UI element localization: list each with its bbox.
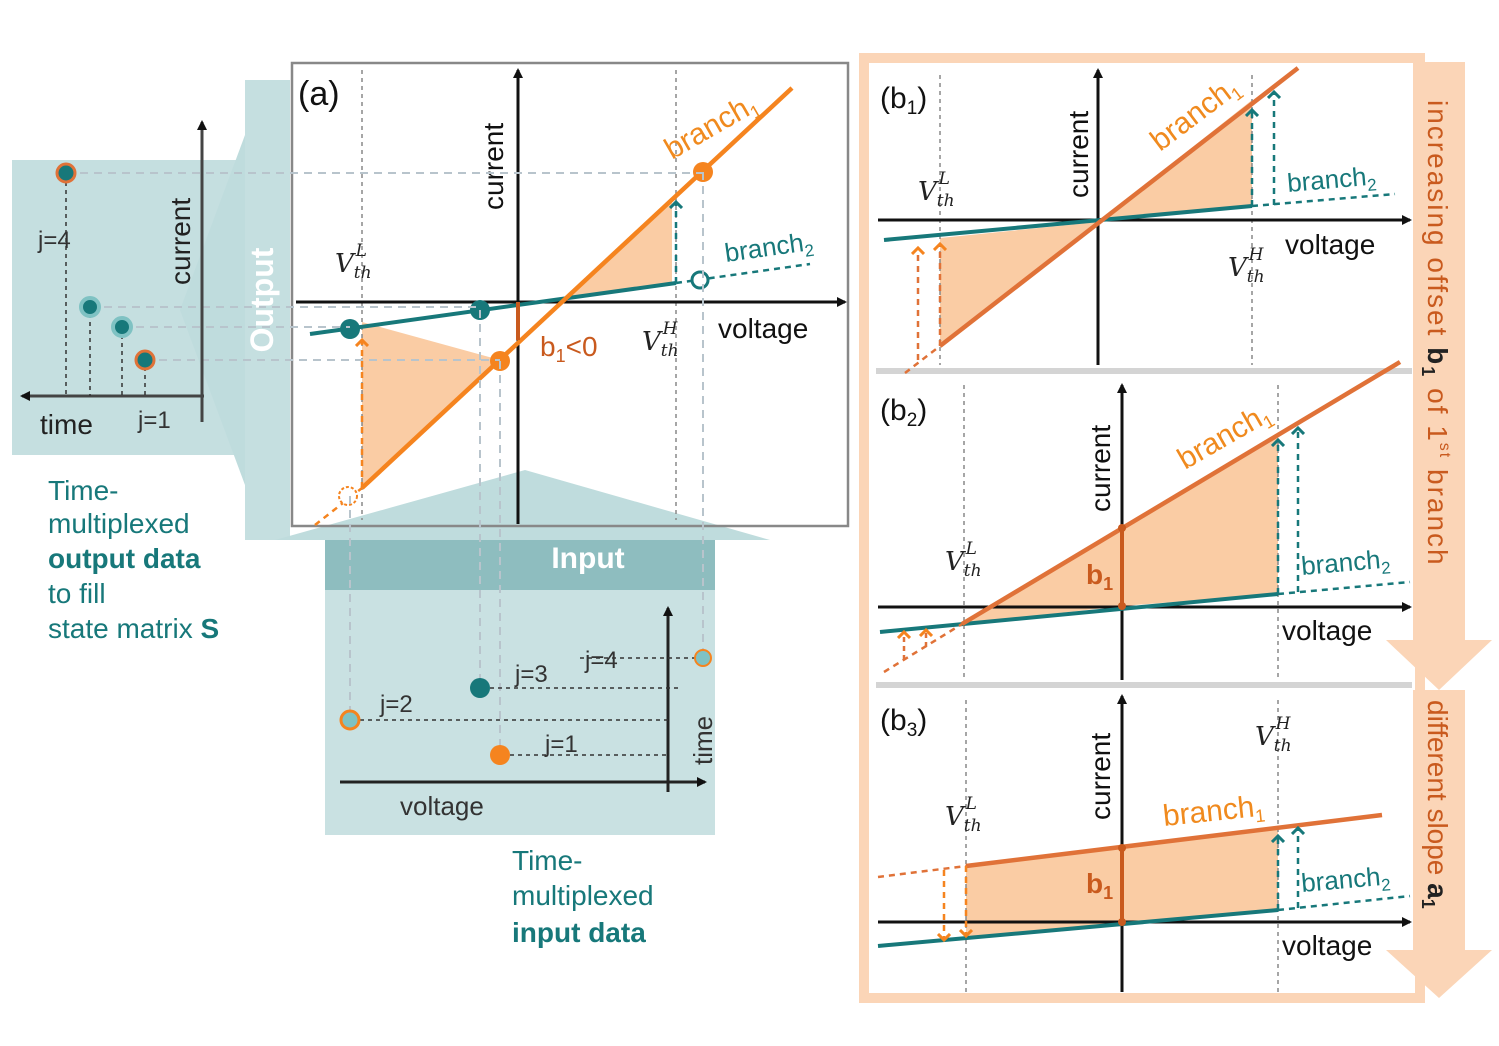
svg-text:to fill: to fill	[48, 578, 106, 609]
svg-text:j=1: j=1	[137, 407, 171, 434]
svg-text:input data: input data	[512, 917, 646, 948]
svg-text:VthH: VthH	[1228, 245, 1265, 287]
side-text-offset: increasing offset b1 of 1st branch	[1418, 100, 1453, 567]
svg-text:VthL: VthL	[945, 794, 982, 836]
panel-b2: (b2) current voltage branch1 branch2 b1 …	[878, 360, 1412, 680]
svg-text:VthH: VthH	[1255, 714, 1292, 756]
svg-text:time: time	[688, 716, 718, 765]
svg-text:voltage: voltage	[718, 313, 808, 344]
svg-text:b1: b1	[1086, 559, 1113, 594]
svg-text:VthL: VthL	[335, 241, 372, 283]
input-caption: Time- multiplexed input data	[512, 845, 654, 948]
svg-text:VthL: VthL	[918, 169, 955, 211]
svg-text:current: current	[165, 198, 196, 285]
svg-text:(b2): (b2)	[880, 394, 927, 431]
svg-text:current: current	[478, 123, 509, 210]
svg-text:voltage: voltage	[1282, 615, 1372, 646]
svg-text:Time-: Time-	[48, 475, 119, 506]
svg-text:voltage: voltage	[400, 791, 484, 821]
svg-text:j=4: j=4	[584, 647, 618, 674]
svg-text:branch2: branch2	[1300, 860, 1392, 902]
svg-text:current: current	[1063, 111, 1094, 198]
svg-text:different slope a1: different slope a1	[1418, 700, 1453, 909]
svg-text:output data: output data	[48, 543, 201, 574]
panel-b3: (b3) current voltage branch1 branch2 b1 …	[877, 694, 1412, 992]
svg-text:Input: Input	[551, 542, 624, 575]
right-frame	[859, 53, 1492, 1003]
svg-text:j=1: j=1	[544, 731, 578, 758]
panel-b1: (b1) current voltage branch1 branch2 Vth…	[878, 66, 1412, 374]
svg-text:multiplexed: multiplexed	[48, 508, 190, 539]
panel-a-tag: (a)	[298, 75, 340, 113]
svg-text:current: current	[1085, 425, 1116, 512]
svg-text:voltage: voltage	[1285, 229, 1375, 260]
svg-text:j=2: j=2	[379, 691, 413, 718]
svg-text:VthH: VthH	[642, 319, 679, 361]
panel-a: (a) current voltage branch1 branch2 VthL…	[290, 61, 850, 528]
output-plot: Output current time j=1 j=4	[20, 120, 280, 440]
svg-text:time: time	[40, 409, 93, 440]
output-arrow	[12, 80, 290, 540]
svg-text:multiplexed: multiplexed	[512, 880, 654, 911]
svg-text:b1: b1	[1086, 868, 1113, 903]
svg-text:Time-: Time-	[512, 845, 583, 876]
connector-lines	[66, 172, 704, 755]
output-caption: Time- multiplexed output data to fill st…	[48, 475, 219, 644]
svg-text:current: current	[1085, 733, 1116, 820]
svg-text:voltage: voltage	[1282, 930, 1372, 961]
svg-text:b1<0: b1<0	[540, 331, 598, 366]
svg-text:branch2: branch2	[1300, 543, 1392, 585]
svg-text:(b3): (b3)	[880, 704, 927, 741]
svg-text:increasing offset b1 of 1st br: increasing offset b1 of 1st branch	[1418, 100, 1453, 567]
svg-text:(b1): (b1)	[880, 82, 927, 119]
svg-text:j=4: j=4	[37, 227, 71, 254]
svg-text:j=3: j=3	[514, 661, 548, 688]
side-text-slope: different slope a1	[1418, 700, 1453, 909]
svg-text:state matrix S: state matrix S	[48, 613, 219, 644]
input-plot: Input voltage time j=1 j=2 j=3 j=4	[339, 542, 718, 821]
svg-text:Output: Output	[244, 247, 280, 352]
svg-text:branch2: branch2	[1286, 160, 1378, 202]
